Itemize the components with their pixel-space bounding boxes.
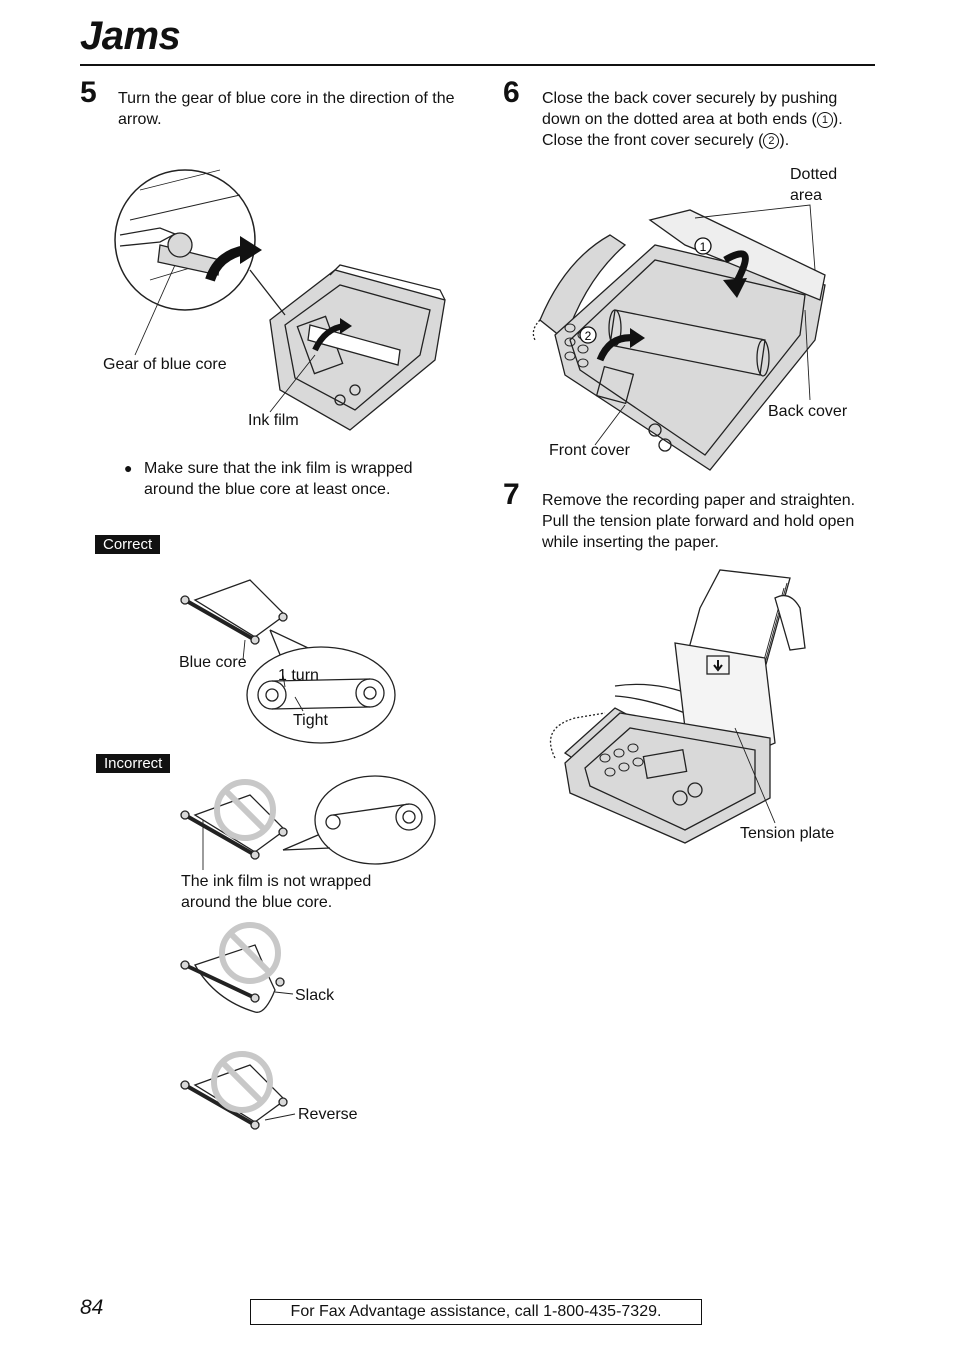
step-7-tension-plate-illustration (549, 569, 806, 844)
label-tight: Tight (293, 712, 328, 729)
bullet-dot-icon: ● (124, 460, 133, 476)
step-7-text: Remove the recording paper and straighte… (542, 492, 856, 551)
label-one-turn: 1 turn (278, 667, 319, 684)
step-6-text: Close the back cover securely by pushing… (542, 90, 843, 149)
page-number: 84 (80, 1296, 104, 1319)
label-dotted-area: Dotted area (790, 166, 838, 204)
page-title: Jams (80, 14, 181, 58)
label-gear-of-blue-core: Gear of blue core (103, 356, 227, 373)
correct-roll-illustration (180, 579, 396, 744)
label-slack: Slack (295, 987, 335, 1004)
not-wrapped-illustration (180, 775, 436, 870)
footer-assistance: For Fax Advantage assistance, call 1-800… (250, 1299, 702, 1325)
label-ink-film: Ink film (248, 412, 299, 429)
title-rule (80, 64, 875, 66)
step-7-number: 7 (503, 478, 520, 511)
step-5-text: Turn the gear of blue core in the direct… (118, 90, 455, 128)
marker-2-icon: 2 (763, 133, 780, 149)
svg-text:1: 1 (700, 240, 707, 254)
bullet-text: Make sure that the ink film is wrapped a… (144, 460, 413, 498)
reverse-illustration (180, 1051, 296, 1130)
incorrect-tag: Incorrect (96, 754, 171, 773)
label-tension-plate: Tension plate (740, 825, 835, 842)
label-front-cover: Front cover (549, 442, 630, 459)
step-6-cover-illustration: 1 2 (532, 204, 826, 471)
label-back-cover: Back cover (768, 403, 848, 420)
label-blue-core: Blue core (179, 654, 247, 671)
step-6-number: 6 (503, 76, 520, 109)
label-reverse: Reverse (298, 1106, 358, 1123)
label-not-wrapped: The ink film is not wrapped around the b… (181, 873, 372, 911)
correct-tag: Correct (95, 535, 161, 554)
svg-text:2: 2 (585, 329, 592, 343)
step-5-gear-illustration (114, 169, 446, 431)
step-5-number: 5 (80, 76, 97, 109)
slack-illustration (180, 922, 294, 1013)
marker-1-icon: 1 (816, 112, 833, 128)
